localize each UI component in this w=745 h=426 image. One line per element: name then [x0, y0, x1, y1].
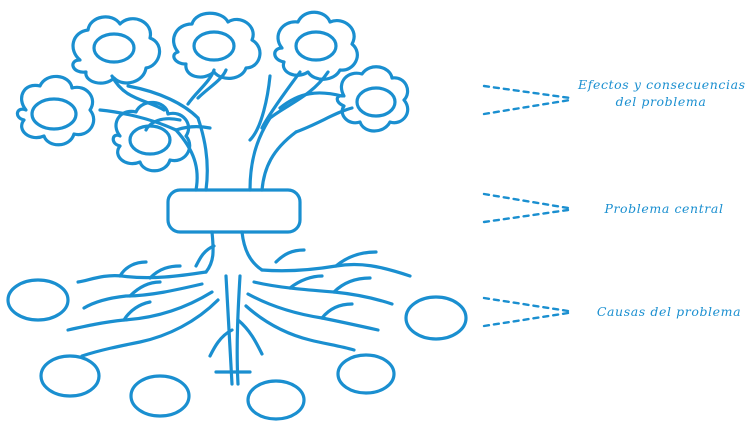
causes-label: Causas del problema: [594, 303, 744, 320]
effect-cloud-4: [17, 76, 93, 144]
cause-oval-2: [406, 297, 466, 339]
effect-slot-2: [194, 32, 234, 60]
effect-slot-5: [130, 126, 170, 154]
effect-cloud-6: [337, 67, 407, 131]
effects-label-line-1: Efectos y consecuencias: [578, 76, 744, 93]
effect-cloud-3: [275, 12, 358, 79]
cause-oval-1: [8, 280, 68, 320]
effects-pointer: [484, 86, 570, 114]
cause-oval-3: [41, 356, 99, 396]
effect-cloud-2: [174, 13, 260, 78]
effects-label-line-2: del problema: [578, 93, 744, 110]
effect-slot-1: [94, 34, 134, 62]
cause-oval-6: [338, 355, 394, 393]
cause-oval-4: [131, 376, 189, 416]
effects-label: Efectos y consecuencias del problema: [578, 76, 744, 110]
central-problem-label: Problema central: [604, 200, 724, 217]
effect-cloud-1: [73, 17, 160, 83]
cause-oval-5: [248, 381, 304, 419]
causes-pointer: [484, 298, 568, 326]
effect-slot-4: [32, 99, 76, 129]
effect-slot-6: [357, 88, 395, 116]
effect-slot-3: [296, 32, 336, 60]
central-pointer: [484, 194, 568, 222]
tree-roots: [68, 232, 410, 384]
central-problem-box: [168, 190, 300, 232]
